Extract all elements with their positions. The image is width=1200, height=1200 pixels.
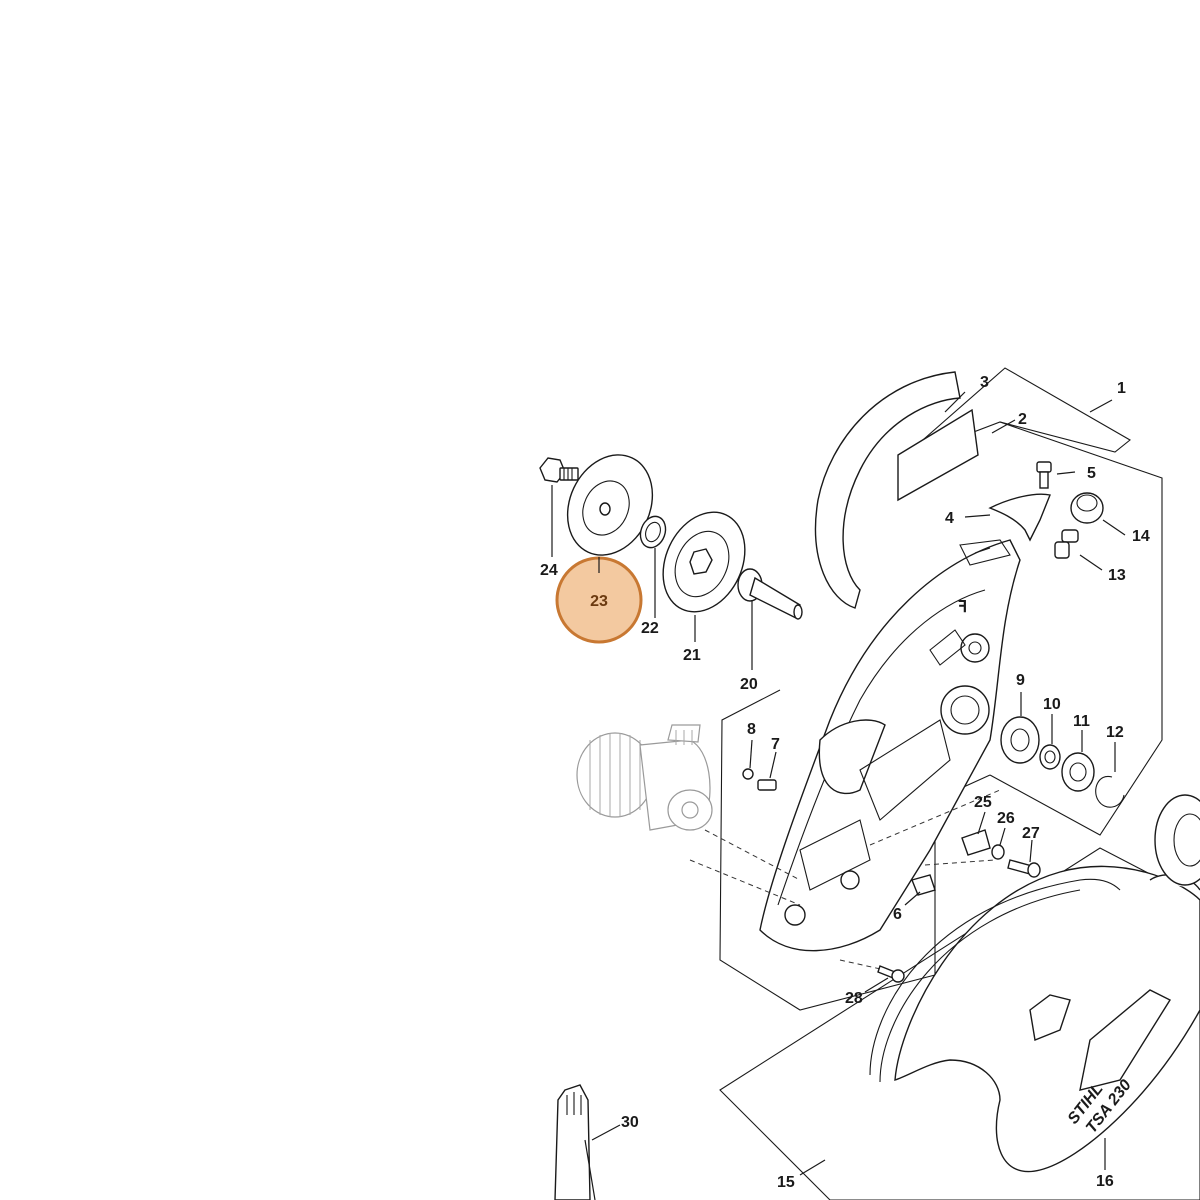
part-labels: 1 2 3 4 5 6 7 8 9 10 11 12 13 14 15 16 2… bbox=[540, 374, 1150, 1191]
callout-14[interactable]: 14 bbox=[1132, 528, 1150, 545]
callout-8[interactable]: 8 bbox=[747, 721, 756, 738]
part-27-screw bbox=[1007, 859, 1041, 878]
alignment-lines bbox=[689, 789, 1001, 971]
callout-2[interactable]: 2 bbox=[1018, 411, 1027, 428]
part-23-outer-flange bbox=[566, 454, 654, 556]
housing-mark: ꟻ bbox=[958, 599, 967, 616]
motor-assembly bbox=[576, 724, 713, 831]
callout-11[interactable]: 11 bbox=[1073, 713, 1090, 730]
part-28-screw bbox=[877, 965, 905, 983]
leader-lines bbox=[551, 391, 1126, 1176]
part-13-plug bbox=[1054, 529, 1079, 559]
part-30-shaft bbox=[554, 1084, 596, 1200]
callout-30[interactable]: 30 bbox=[621, 1114, 639, 1131]
blade-guard bbox=[814, 371, 979, 609]
callout-7[interactable]: 7 bbox=[771, 736, 780, 753]
callout-26[interactable]: 26 bbox=[997, 810, 1015, 827]
callout-6[interactable]: 6 bbox=[893, 906, 902, 923]
callout-16[interactable]: 16 bbox=[1096, 1173, 1114, 1190]
part-6-clip bbox=[911, 874, 936, 896]
part-24-bolt bbox=[539, 457, 579, 483]
belt-cover bbox=[869, 865, 1200, 1173]
callout-22[interactable]: 22 bbox=[641, 620, 659, 637]
highlight-part-23[interactable]: 23 bbox=[555, 556, 643, 644]
callout-15[interactable]: 15 bbox=[777, 1174, 795, 1191]
part-21-inner-flange bbox=[662, 511, 746, 613]
callout-3[interactable]: 3 bbox=[980, 374, 989, 391]
callout-24[interactable]: 24 bbox=[540, 562, 558, 579]
callout-20[interactable]: 20 bbox=[740, 676, 758, 693]
part-22-ring bbox=[639, 515, 667, 549]
main-housing: ꟻ bbox=[759, 539, 1021, 952]
callout-4[interactable]: 4 bbox=[945, 510, 954, 527]
part-4-cover bbox=[988, 493, 1051, 542]
right-drum bbox=[1154, 794, 1200, 886]
callout-10[interactable]: 10 bbox=[1043, 696, 1061, 713]
part-8-nut bbox=[742, 768, 754, 780]
callout-1[interactable]: 1 bbox=[1117, 380, 1126, 397]
callout-28[interactable]: 28 bbox=[845, 990, 863, 1007]
part-5-screw bbox=[1036, 461, 1052, 489]
callout-23[interactable]: 23 bbox=[590, 593, 608, 610]
part-25-clamp bbox=[961, 829, 991, 856]
callout-27[interactable]: 27 bbox=[1022, 825, 1040, 842]
part-7-block bbox=[757, 779, 777, 791]
callout-5[interactable]: 5 bbox=[1087, 465, 1096, 482]
part-20-spindle bbox=[737, 568, 803, 620]
callout-25[interactable]: 25 bbox=[974, 794, 992, 811]
callout-9[interactable]: 9 bbox=[1016, 672, 1025, 689]
callout-21[interactable]: 21 bbox=[683, 647, 701, 664]
part-26-sleeve bbox=[991, 844, 1005, 860]
callout-13[interactable]: 13 bbox=[1108, 567, 1126, 584]
bearing-set bbox=[1000, 716, 1125, 808]
callout-12[interactable]: 12 bbox=[1106, 724, 1124, 741]
part-14-cap bbox=[1070, 492, 1104, 524]
